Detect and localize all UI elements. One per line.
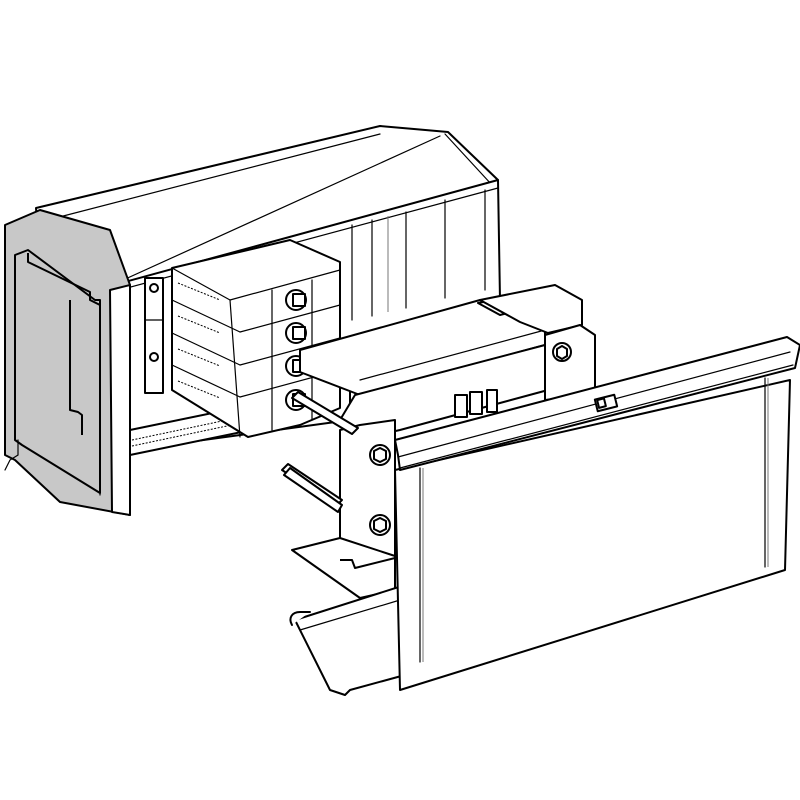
pole-row-1 bbox=[171, 282, 341, 333]
connector-module bbox=[291, 284, 596, 599]
pole-row-2 bbox=[171, 315, 341, 366]
mounting-bolts bbox=[369, 342, 572, 536]
front-cover bbox=[394, 336, 800, 691]
bolt-icon bbox=[552, 342, 572, 362]
terminal-block bbox=[171, 239, 341, 438]
screw-icon bbox=[149, 352, 159, 362]
bottom-tray bbox=[289, 584, 406, 696]
bolt-icon bbox=[369, 444, 391, 466]
bolt-icon bbox=[369, 514, 391, 536]
rod bbox=[281, 391, 359, 513]
end-gasket-frame bbox=[4, 209, 131, 516]
screw-icon bbox=[149, 283, 159, 293]
